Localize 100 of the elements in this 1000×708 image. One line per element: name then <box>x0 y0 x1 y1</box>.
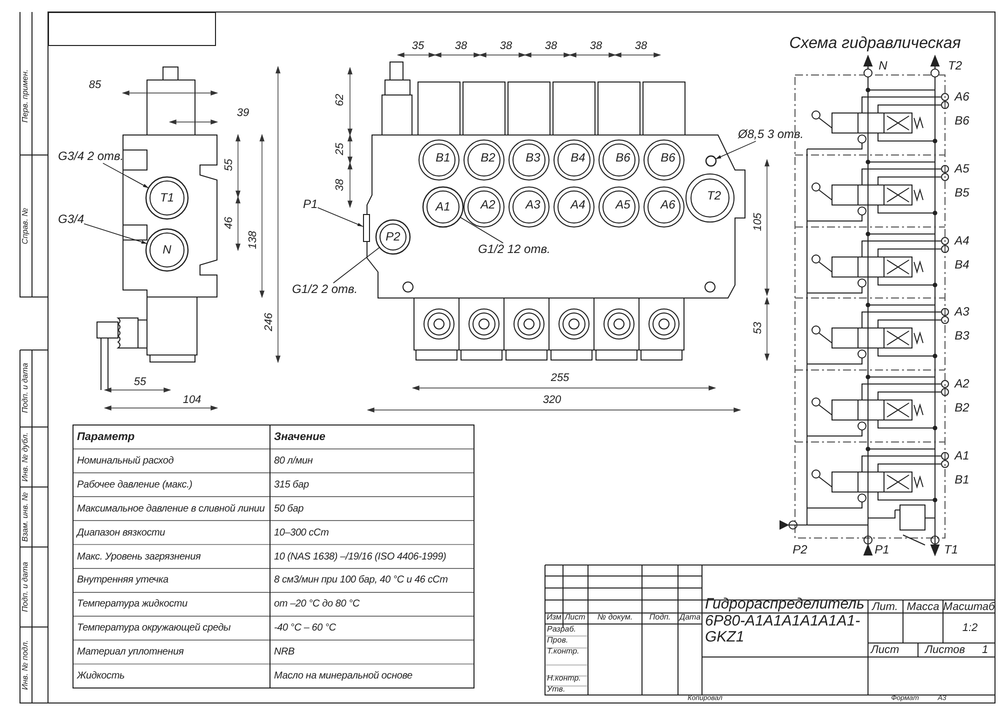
port-label: A2 <box>954 378 970 391</box>
column-header: Параметр <box>77 430 135 444</box>
dimension-value: 55 <box>134 376 146 388</box>
port-label: B2 <box>480 151 496 165</box>
stamp-label: № докум. <box>597 614 633 622</box>
port-label: P2 <box>386 230 400 244</box>
parameter-name: Внутренняя утечка <box>77 574 168 586</box>
stamp-label: Лист <box>564 614 586 622</box>
stamp-label: Справ. № <box>22 208 30 244</box>
dimension-value: 255 <box>550 372 570 384</box>
parameter-name: Номинальный расход <box>77 455 174 466</box>
port-label: B1 <box>954 473 970 487</box>
section-heading: Схема гидравлическая <box>789 35 961 53</box>
drawing-title: Гидрораспределитель 6P80-A1A1A1A1A1A1-GKZ1 <box>705 596 865 646</box>
stamp-label: Дата <box>679 614 701 622</box>
parameter-name: Температура окружающей среды <box>77 622 231 634</box>
stamp-label: Разраб. <box>547 626 576 634</box>
stamp-label: Листов <box>924 644 966 656</box>
port-label: A4 <box>954 234 970 248</box>
port-label: A5 <box>954 162 970 176</box>
dimension-value: 105 <box>752 212 764 232</box>
stamp-label: Взам. инв. № <box>22 492 30 542</box>
port-label: A6 <box>660 198 676 212</box>
port-label: A6 <box>954 90 970 104</box>
port-label: B6 <box>616 151 630 165</box>
parameter-name: Жидкость <box>77 670 125 682</box>
parameter-name: Максимальное давление в сливной линии <box>77 503 265 514</box>
parameter-value: -40 °С – 60 °С <box>274 622 336 634</box>
parameter-value: 315 бар <box>274 479 309 490</box>
stamp-label: Изм <box>546 614 562 622</box>
dimension-value: 39 <box>236 106 250 120</box>
dimension-value: 246 <box>262 312 276 332</box>
dimension-value: 38 <box>500 40 512 52</box>
dimension-value: 55 <box>222 158 236 172</box>
dimension-value: 85 <box>88 78 102 92</box>
stamp-label: Подп. и дата <box>22 362 30 414</box>
port-label: B1 <box>436 151 450 165</box>
port-label: T2 <box>707 189 721 203</box>
port-label: B6 <box>660 151 676 165</box>
stamp-label: Масса <box>906 600 940 614</box>
parameter-name: Температура жидкости <box>77 598 188 610</box>
port-label: B3 <box>526 151 540 165</box>
port-label: B5 <box>954 186 970 200</box>
stamp-label: Утв. <box>547 686 566 694</box>
dimension-value: 138 <box>246 230 260 250</box>
port-label: P1 <box>874 543 890 557</box>
stamp-label: Пров. <box>547 636 568 646</box>
dimension-value: 104 <box>182 394 202 406</box>
stamp-label: Подп. <box>649 614 671 622</box>
parameter-value: 10–300 сСт <box>274 527 329 538</box>
dimension-value: 35 <box>412 40 424 52</box>
port-label: A4 <box>570 198 586 212</box>
port-label: T1 <box>160 191 174 205</box>
parameter-name: Рабочее давление (макс.) <box>77 479 192 490</box>
port-label: A3 <box>954 306 970 319</box>
dimension-value: 53 <box>752 322 764 334</box>
stamp-value: 1 <box>982 644 988 656</box>
dimension-value: 38 <box>334 178 346 192</box>
column-header: Значение <box>274 430 326 444</box>
stamp-label: Лит. <box>872 600 898 614</box>
parameter-value: 50 бар <box>274 503 304 514</box>
stamp-label: Т.контр. <box>547 648 580 656</box>
dimension-value: 38 <box>590 40 602 52</box>
dimension-value: 320 <box>542 394 562 406</box>
parameter-name: Материал уплотнения <box>77 646 184 658</box>
port-label: A3 <box>526 198 540 212</box>
parameter-value: Масло на минеральной основе <box>274 670 412 682</box>
parameter-value: 8 см3/мин при 100 бар, 40 °С и 46 сСт <box>274 574 448 586</box>
parameter-value: 10 (NAS 1638) –/19/16 (ISO 4406-1999) <box>274 551 446 562</box>
port-label: A2 <box>480 198 496 212</box>
port-label: B4 <box>570 151 586 165</box>
port-label: N <box>162 243 172 257</box>
stamp-label: Перв. примен. <box>22 69 30 123</box>
dimension-value: 38 <box>544 40 558 52</box>
port-label: N <box>878 59 888 73</box>
parameter-name: Макс. Уровень загрязнения <box>77 551 201 562</box>
stamp-value: 1:2 <box>962 622 978 634</box>
dimension-value: 62 <box>334 94 346 106</box>
port-label: T1 <box>944 543 958 557</box>
port-label: B4 <box>954 258 970 272</box>
port-label: B3 <box>954 330 970 343</box>
dimension-value: 38 <box>634 40 648 52</box>
port-label: A1 <box>954 449 970 463</box>
port-label: P2 <box>792 543 808 557</box>
parameter-value: 80 л/мин <box>274 455 313 466</box>
stamp-label: Подп. и дата <box>22 562 30 612</box>
stamp-label: Н.контр. <box>547 674 581 684</box>
stamp-label: Лист <box>870 644 900 656</box>
stamp-label: Инв. № подл. <box>22 640 30 690</box>
port-label: B6 <box>954 114 970 128</box>
port-label: T2 <box>948 59 962 73</box>
parameter-name: Диапазон вязкости <box>77 527 166 538</box>
parameter-value: от –20 °С до 80 °С <box>274 598 360 610</box>
stamp-label: Инв. № дубл. <box>22 432 30 482</box>
port-label: A1 <box>436 200 450 214</box>
port-label: A5 <box>616 198 630 212</box>
dimension-value: 46 <box>222 216 236 230</box>
dimension-value: 25 <box>334 142 346 156</box>
dimension-value: 38 <box>454 40 468 52</box>
parameter-value: NRB <box>274 646 295 658</box>
